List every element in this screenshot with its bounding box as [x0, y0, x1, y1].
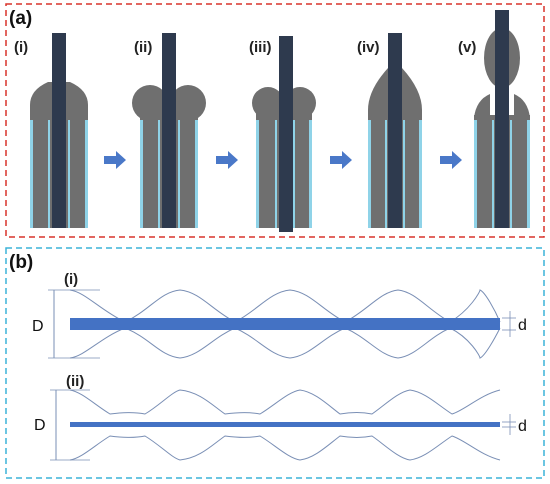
stage-4-assembly	[368, 33, 422, 228]
dimension-label-D: D	[32, 318, 44, 335]
capillary-wall	[368, 120, 371, 228]
fiber-core	[388, 33, 402, 228]
capillary-wall	[140, 120, 143, 228]
capillary-wall	[527, 120, 530, 228]
stage-label-4: (iv)	[357, 39, 380, 56]
capillary-wall	[492, 120, 494, 228]
stage-2-assembly	[132, 33, 206, 228]
fiber-rod	[70, 422, 500, 427]
row-2-label: (ii)	[66, 373, 84, 390]
capillary-wall	[293, 120, 295, 228]
dimension-label-D: D	[34, 417, 46, 434]
capillary-wall	[158, 120, 160, 228]
dimension-label-d: d	[518, 317, 527, 334]
process-arrow	[440, 151, 462, 169]
capillary-wall	[68, 120, 70, 228]
panel-b-frame	[5, 247, 545, 479]
capillary-wall	[419, 120, 422, 228]
stage-5-assembly	[474, 10, 530, 228]
stage-label-2: (ii)	[134, 39, 152, 56]
fiber-rod	[70, 318, 500, 330]
unduloid-upper-outline	[69, 389, 501, 415]
capillary-wall	[85, 120, 88, 228]
stage-label-3: (iii)	[249, 39, 272, 56]
capillary-wall	[275, 120, 277, 228]
process-arrow	[216, 151, 238, 169]
row-1-unduloid-profile	[69, 289, 501, 359]
stage-label-5: (v)	[458, 39, 476, 56]
process-arrow	[330, 151, 352, 169]
unduloid-upper-outline	[69, 289, 501, 323]
capillary-wall	[30, 120, 33, 228]
stage-label-1: (i)	[14, 39, 28, 56]
panel-a-label: (a)	[9, 8, 32, 29]
fiber-core	[52, 33, 66, 228]
unduloid-lower-outline	[69, 327, 501, 359]
capillary-wall	[178, 120, 180, 228]
fiber-core	[495, 10, 509, 228]
stage-3-assembly	[252, 36, 316, 232]
capillary-wall	[195, 120, 198, 228]
capillary-wall	[510, 120, 512, 228]
panel-a-frame	[5, 3, 545, 238]
row-2-unduloid-profile	[69, 389, 501, 461]
capillary-wall	[403, 120, 405, 228]
capillary-wall	[474, 120, 477, 228]
capillary-wall	[385, 120, 387, 228]
capillary-wall	[256, 120, 259, 228]
unduloid-lower-outline	[69, 435, 501, 461]
fiber-core	[162, 33, 176, 228]
panel-b-label: (b)	[9, 252, 33, 273]
stage-1-assembly	[30, 33, 88, 228]
process-arrow	[104, 151, 126, 169]
capillary-wall	[48, 120, 50, 228]
dimension-label-d: d	[518, 418, 527, 435]
row-1-label: (i)	[64, 271, 78, 288]
fiber-core	[279, 36, 293, 232]
capillary-wall	[309, 120, 312, 228]
